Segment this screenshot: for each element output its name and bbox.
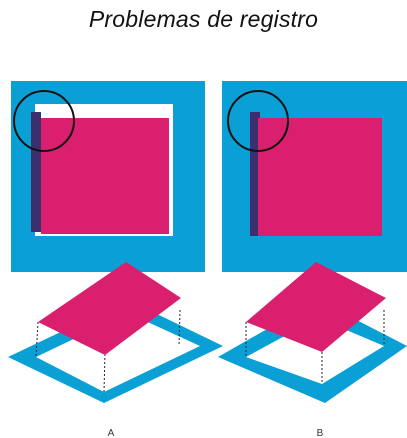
panel-b-magenta-square	[258, 118, 382, 236]
panel-a-dark-overprint	[31, 112, 41, 232]
panel-a-knockout	[36, 313, 200, 392]
panel-b-label: B	[317, 428, 324, 438]
panel-b-3d-view	[218, 262, 407, 403]
panel-a-zoom-circle	[13, 90, 75, 152]
page-title: Problemas de registro	[88, 6, 319, 32]
panel-a-magenta-plate	[38, 262, 181, 355]
panel-a-label: A	[108, 428, 115, 438]
panel-a-top-view	[11, 81, 205, 272]
panel-b-knockout	[246, 318, 384, 384]
panel-b-magenta-plate	[246, 262, 386, 352]
panel-a-3d-view	[8, 262, 223, 403]
panel-b-dark-overprint	[250, 112, 260, 236]
panel-b-top-view	[222, 81, 407, 272]
panel-b-zoom-circle	[227, 90, 289, 152]
panel-a-magenta-square	[41, 118, 169, 234]
